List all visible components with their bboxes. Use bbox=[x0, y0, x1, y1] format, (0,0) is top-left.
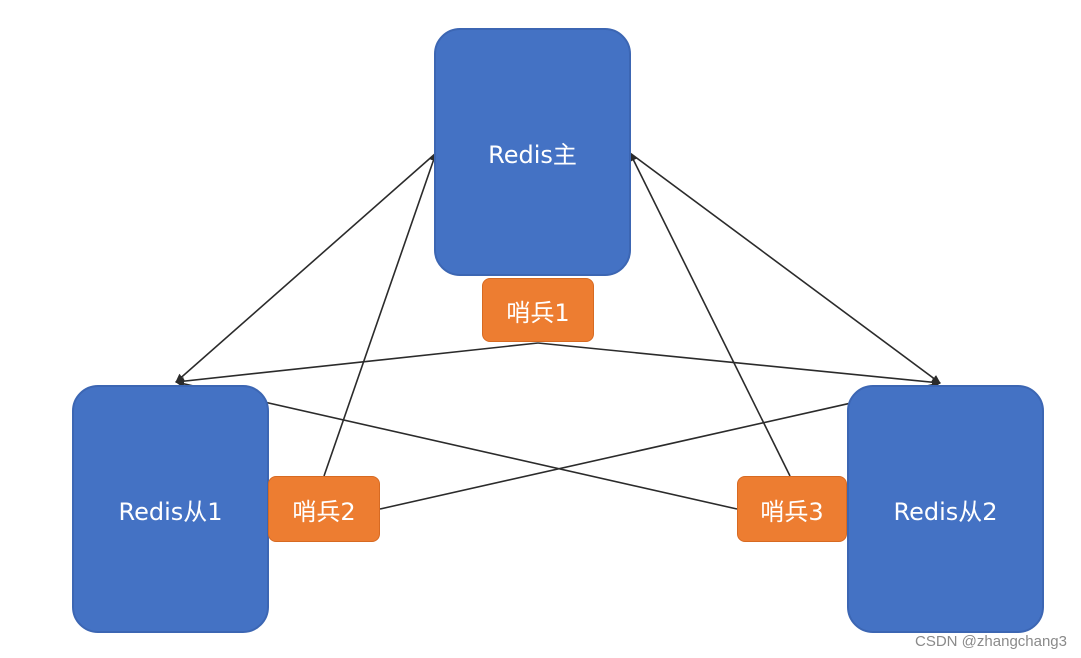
watermark-text: CSDN @zhangchang3 bbox=[915, 633, 1067, 650]
sentinel3-node: 哨兵3 bbox=[737, 476, 847, 542]
redis-slave1-label: Redis从1 bbox=[118, 497, 223, 526]
sentinel1-label: 哨兵1 bbox=[506, 298, 570, 327]
sentinel1-node: 哨兵1 bbox=[482, 278, 594, 342]
redis-slave2-node: Redis从2 bbox=[847, 385, 1044, 633]
line-sentinel3-slave1 bbox=[175, 379, 738, 510]
redis-master-node: Redis主 bbox=[434, 28, 631, 276]
line-master-slave1 bbox=[175, 144, 445, 383]
sentinel3-label: 哨兵3 bbox=[760, 497, 824, 526]
redis-slave2-label: Redis从2 bbox=[893, 497, 998, 526]
line-sentinel1-slave2 bbox=[537, 342, 941, 387]
line-sentinel1-slave1 bbox=[175, 342, 539, 386]
line-master-slave2 bbox=[621, 145, 941, 384]
line-sentinel2-slave2 bbox=[379, 380, 941, 510]
redis-master-label: Redis主 bbox=[488, 140, 577, 169]
sentinel2-label: 哨兵2 bbox=[292, 497, 356, 526]
sentinel2-node: 哨兵2 bbox=[268, 476, 380, 542]
redis-slave1-node: Redis从1 bbox=[72, 385, 269, 633]
line-sentinel3-master bbox=[629, 152, 791, 477]
